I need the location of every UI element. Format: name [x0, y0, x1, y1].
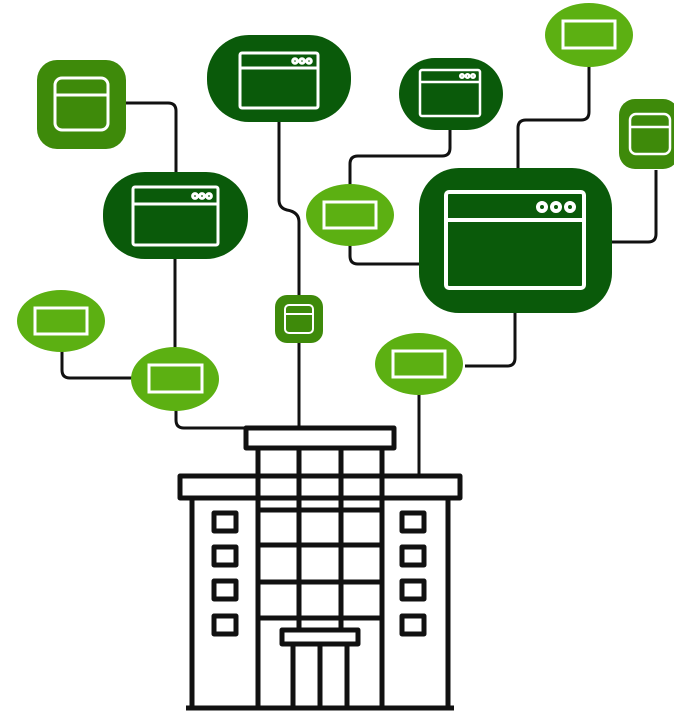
app-window-icon: [284, 304, 314, 334]
browser-window-dots-icon: [444, 190, 586, 290]
rectangle-window-icon: [561, 19, 617, 50]
rect-node-lowleft: [131, 347, 219, 411]
rect-node-topright: [545, 3, 633, 67]
connector-line: [348, 128, 452, 186]
app-node-right: [619, 99, 674, 169]
connector-line: [516, 66, 591, 170]
browser-node-large: [419, 168, 612, 313]
rect-node-midleft: [306, 184, 394, 246]
connector-line: [60, 350, 133, 380]
browser-node-mid: [399, 58, 503, 130]
connector-line: [174, 408, 250, 430]
office-building-icon: [177, 425, 463, 711]
app-node-small: [275, 295, 323, 343]
connector-line: [348, 243, 425, 266]
connector-line: [125, 101, 178, 175]
rectangle-window-icon: [391, 349, 447, 379]
app-node-topleft: [37, 60, 126, 149]
app-window-icon: [628, 112, 672, 156]
browser-window-dots-icon: [418, 68, 482, 118]
rectangle-window-icon: [322, 200, 378, 230]
browser-node-top: [207, 35, 351, 122]
connector-line: [612, 170, 658, 244]
connector-line: [277, 120, 301, 298]
browser-window-dots-icon: [238, 51, 320, 110]
connector-lines: [60, 66, 658, 476]
rect-node-lowright: [375, 333, 463, 395]
browser-node-left: [103, 172, 248, 259]
rectangle-window-icon: [147, 363, 204, 394]
browser-window-dots-icon: [131, 185, 220, 247]
app-window-icon: [53, 76, 110, 132]
rect-node-left: [17, 290, 105, 352]
connector-line: [465, 312, 517, 368]
rectangle-window-icon: [33, 306, 89, 336]
